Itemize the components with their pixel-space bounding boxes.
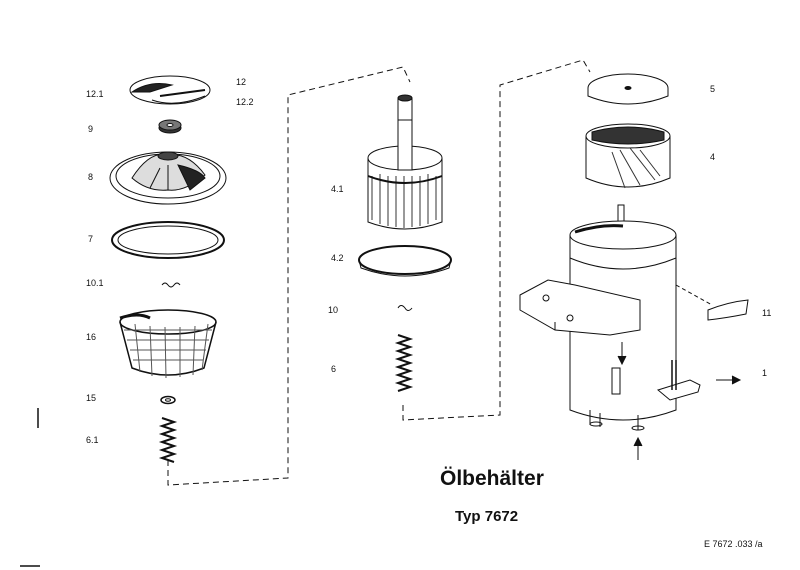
label-6: 6: [331, 364, 337, 374]
label-12: 12: [236, 77, 247, 87]
part-nut-9: [158, 119, 182, 134]
part-clip-10-1: [161, 282, 181, 288]
part-filter-4-1: [367, 94, 443, 230]
part-gasket-7: [111, 221, 225, 259]
part-cover-8: [109, 151, 227, 205]
label-15: 15: [86, 393, 97, 403]
label-10: 10: [328, 305, 339, 315]
label-6-1: 6.1: [86, 435, 99, 445]
dashed-assembly-line-right: [402, 59, 591, 421]
part-clip-10: [397, 305, 413, 311]
label-4-2: 4.2: [331, 253, 344, 263]
dashed-assembly-line-left: [167, 66, 411, 486]
label-4-1: 4.1: [331, 184, 344, 194]
label-11: 11: [762, 308, 772, 318]
part-cap-12: [129, 75, 211, 105]
part-strip-11: [707, 299, 749, 321]
label-7: 7: [88, 234, 94, 244]
part-strainer-16: [119, 309, 217, 379]
label-12-2: 12.2: [236, 97, 254, 107]
drawing-reference: E 7672 .033 /a: [704, 539, 763, 549]
label-12-1: 12.1: [86, 89, 104, 99]
part-ring-4-2: [358, 245, 452, 277]
part-spring-6: [394, 334, 414, 392]
leader-line-11: [675, 284, 713, 306]
diagram-subtitle: Typ 7672: [455, 508, 519, 525]
part-nut-15: [160, 395, 176, 405]
diagram-title: Ölbehälter: [440, 467, 544, 490]
label-4: 4: [710, 152, 716, 162]
label-9: 9: [88, 124, 94, 134]
label-10-1: 10.1: [86, 278, 104, 288]
part-filter-4: [585, 123, 671, 189]
label-8: 8: [88, 172, 94, 182]
part-lid-5: [587, 73, 669, 105]
label-16: 16: [86, 332, 97, 342]
part-spring-6-1: [158, 417, 178, 463]
label-5: 5: [710, 84, 716, 94]
part-tank-1: [519, 204, 701, 431]
label-1: 1: [762, 368, 768, 378]
